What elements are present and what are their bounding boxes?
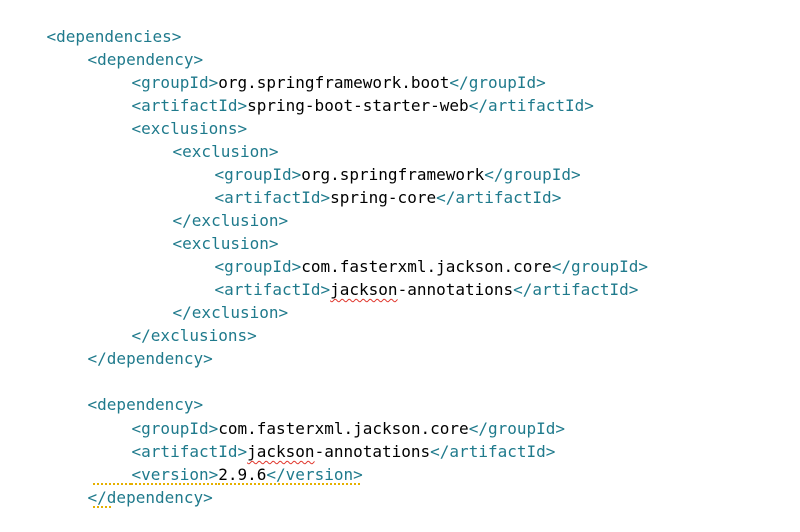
xml-tag: </version> bbox=[266, 465, 363, 484]
code-line: <artifactId>spring-core</artifactId> bbox=[176, 163, 562, 207]
xml-tag: <exclusion> bbox=[172, 234, 279, 253]
group-id-value: org.springframework bbox=[301, 165, 485, 184]
artifact-id-value: spring-boot-starter-web bbox=[247, 96, 469, 115]
group-id-value: com.fasterxml.jackson.core bbox=[218, 419, 469, 438]
code-line: </exclusions> bbox=[93, 301, 257, 345]
code-line: <groupId>com.fasterxml.jackson.core</gro… bbox=[176, 232, 648, 276]
code-line: <dependency> bbox=[49, 25, 204, 69]
code-line: </exclusion> bbox=[134, 278, 289, 322]
xml-tag: </groupId> bbox=[551, 257, 649, 276]
xml-tag: </exclusions> bbox=[131, 326, 257, 345]
xml-tag: <artifactId> bbox=[214, 280, 331, 299]
code-line: <artifactId>jackson-annotations</artifac… bbox=[93, 417, 556, 461]
xml-tag: <groupId> bbox=[131, 73, 219, 92]
xml-tag: </groupId> bbox=[468, 419, 566, 438]
xml-tag: <artifactId> bbox=[131, 96, 248, 115]
xml-tag: <dependencies> bbox=[46, 27, 182, 46]
xml-tag: <exclusions> bbox=[131, 119, 248, 138]
spellcheck-underlined-word: jackson bbox=[330, 280, 398, 299]
code-line: <artifactId>jackson-annotations</artifac… bbox=[176, 255, 639, 299]
group-id-value: com.fasterxml.jackson.core bbox=[301, 257, 552, 276]
xml-tag: </exclusion> bbox=[172, 303, 289, 322]
xml-tag: <artifactId> bbox=[214, 188, 331, 207]
code-line: <exclusion> bbox=[134, 209, 279, 253]
xml-tag: <groupId> bbox=[214, 257, 302, 276]
code-line: <exclusion> bbox=[134, 117, 279, 161]
code-editor[interactable]: <dependencies> <dependency> <groupId>org… bbox=[0, 0, 800, 507]
xml-tag: <groupId> bbox=[214, 165, 302, 184]
xml-tag: <dependency> bbox=[87, 395, 204, 414]
xml-tag: </artifactId> bbox=[436, 188, 562, 207]
spellcheck-underlined-word: jackson bbox=[247, 442, 315, 461]
xml-tag: </groupId> bbox=[449, 73, 546, 92]
xml-tag: </dependency> bbox=[87, 488, 213, 507]
code-line: </exclusion> bbox=[134, 186, 289, 230]
xml-tag: </artifactId> bbox=[468, 96, 594, 115]
code-line: <dependency> bbox=[49, 370, 204, 414]
code-line: <groupId>org.springframework.boot</group… bbox=[93, 48, 546, 92]
artifact-id-value: spring-core bbox=[330, 188, 437, 207]
xml-tag: <version> bbox=[131, 465, 219, 484]
version-value: 2.9.6 bbox=[218, 465, 267, 484]
xml-tag: </artifactId> bbox=[430, 442, 556, 461]
xml-tag: </artifactId> bbox=[513, 280, 639, 299]
xml-tag: </groupId> bbox=[484, 165, 581, 184]
xml-tag: </dependency> bbox=[87, 349, 213, 368]
code-line: <dependencies> bbox=[8, 2, 182, 46]
code-line: <groupId>com.fasterxml.jackson.core</gro… bbox=[93, 394, 565, 438]
code-line: <artifactId>spring-boot-starter-web</art… bbox=[93, 71, 594, 115]
code-line-warning: <version>2.9.6</version> bbox=[93, 440, 363, 484]
xml-tag: <artifactId> bbox=[131, 442, 248, 461]
code-line: <exclusions> bbox=[93, 94, 248, 138]
xml-tag: <dependency> bbox=[87, 50, 204, 69]
artifact-id-value: -annotations bbox=[397, 280, 514, 299]
code-line: </dependency> bbox=[49, 463, 213, 507]
xml-tag: <exclusion> bbox=[172, 142, 279, 161]
xml-tag: </exclusion> bbox=[172, 211, 289, 230]
code-line: <groupId>org.springframework</groupId> bbox=[176, 140, 581, 184]
group-id-value: org.springframework.boot bbox=[218, 73, 450, 92]
xml-tag: <groupId> bbox=[131, 419, 219, 438]
code-line: </dependency> bbox=[49, 324, 213, 368]
artifact-id-value: -annotations bbox=[314, 442, 431, 461]
